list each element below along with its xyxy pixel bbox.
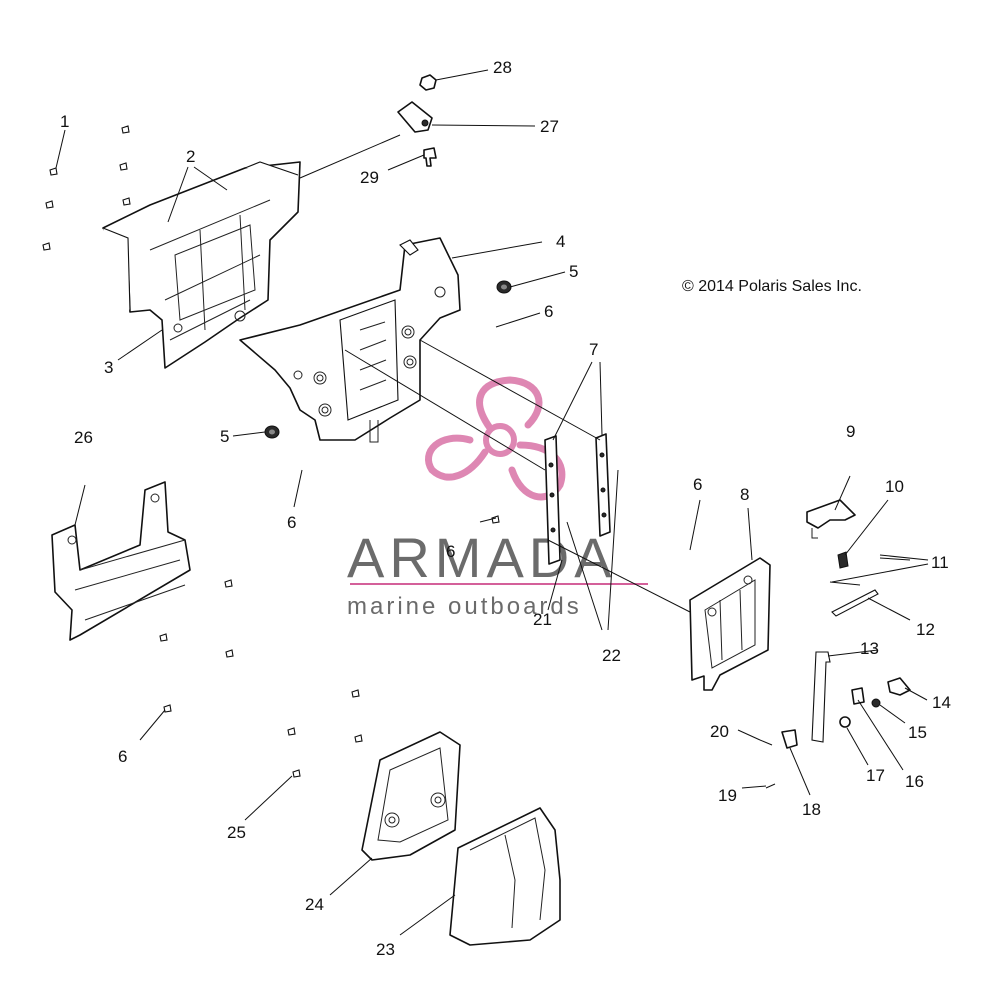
callout-6e: 6 [118,747,127,766]
part-26-lower-cover [51,481,191,641]
callout-20: 20 [710,722,729,741]
callout-29: 29 [360,168,379,187]
part-18-tab [781,729,798,749]
part-4-seat-frame [239,237,461,443]
copyright-notice: © 2014 Polaris Sales Inc. [682,278,862,295]
part-6-screws [159,515,500,778]
callout-2: 2 [186,147,195,166]
callout-14: 14 [932,693,951,712]
part-3-back-panel [102,161,301,369]
callout-16: 16 [905,772,924,791]
part-9-bracket [806,499,856,539]
callout-10: 10 [885,477,904,496]
part-1-screws [42,125,131,251]
part-5-grommet-upper [496,280,512,294]
callout-6d: 6 [693,475,702,494]
callout-9: 9 [846,422,855,441]
part-11-pins [829,557,911,586]
callout-6a: 6 [544,302,553,321]
callout-8: 8 [740,485,749,504]
callout-28: 28 [493,58,512,77]
callout-17: 17 [866,766,885,785]
part-24-seat-pan [361,731,461,861]
part-12-rod [831,589,879,617]
callout-18: 18 [802,800,821,819]
part-29-bolt [423,147,437,167]
callout-7: 7 [589,340,598,359]
callout-6b: 6 [287,513,296,532]
part-27-strap [397,101,433,133]
callout-22: 22 [602,646,621,665]
part-13-u-rod [811,651,831,743]
part-28-nut [419,74,437,91]
callout-26: 26 [74,428,93,447]
part-15-washer [871,698,881,708]
part-10-spring-clip [837,551,849,569]
part-20-screw [759,739,773,746]
part-16-plate [851,687,865,705]
leader-lines [55,69,929,936]
callout-13: 13 [860,639,879,658]
part-7-rail-right [595,433,611,537]
part-17-nut [839,716,851,728]
watermark-tagline: marine outboards [347,593,582,620]
callout-6c: 6 [446,542,455,561]
callout-21: 21 [533,610,552,629]
callout-3: 3 [104,358,113,377]
callout-24: 24 [305,895,324,914]
callout-1: 1 [60,112,69,131]
callout-12: 12 [916,620,935,639]
watermark-brand: ARMADA [347,526,617,589]
callout-27: 27 [540,117,559,136]
callout-4: 4 [556,232,565,251]
part-14-latch [887,677,911,696]
callout-15: 15 [908,723,927,742]
callout-11: 11 [931,553,949,572]
callout-23: 23 [376,940,395,959]
part-19-screw [765,783,776,789]
part-7-rail-left [544,435,561,565]
part-5-grommet-lower [264,425,280,439]
callout-5a: 5 [569,262,578,281]
part-8-backrest-frame [689,557,771,691]
callout-5b: 5 [220,427,229,446]
callout-19: 19 [718,786,737,805]
callout-25: 25 [227,823,246,842]
armada-logo [425,376,566,501]
callout-labels: 1 2 3 4 5 5 6 6 6 6 6 7 8 9 10 11 12 13 … [60,58,951,959]
part-23-cushion [449,807,561,946]
